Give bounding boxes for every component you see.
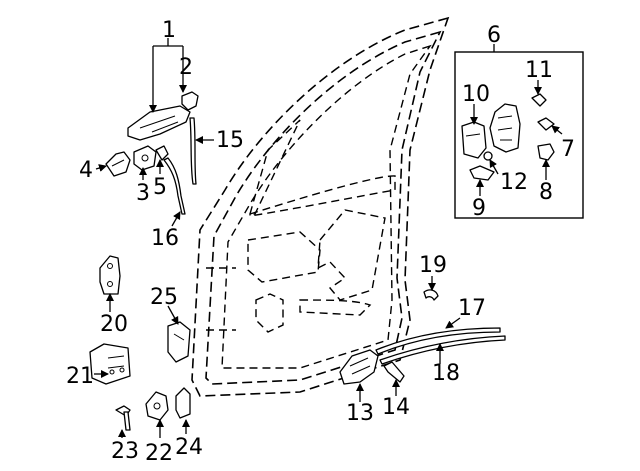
callout-21: 21 xyxy=(66,364,94,389)
callout-22: 22 xyxy=(145,441,173,466)
part-lock-actuator-10 xyxy=(461,121,487,159)
part-check-link-22 xyxy=(145,391,169,421)
callout-24: 24 xyxy=(175,435,203,460)
callout-labels: 1 2 3 4 5 15 16 20 21 25 23 22 24 6 10 1… xyxy=(66,18,575,466)
callout-3: 3 xyxy=(136,181,150,206)
part-bolt-14 xyxy=(383,361,405,383)
callout-2: 2 xyxy=(179,55,193,80)
callout-15: 15 xyxy=(216,128,244,153)
callout-19: 19 xyxy=(419,253,447,278)
part-rods-17-18 xyxy=(375,327,506,365)
callout-1: 1 xyxy=(162,18,176,43)
callout-20: 20 xyxy=(100,312,128,337)
part-bracket-25 xyxy=(167,321,191,363)
callout-8: 8 xyxy=(539,180,553,205)
callout-12: 12 xyxy=(500,170,528,195)
callout-5: 5 xyxy=(153,175,167,200)
part-small-bolt xyxy=(155,145,169,161)
part-upper-hinge-cover xyxy=(127,105,191,141)
part-hinge-plate-21 xyxy=(89,343,131,385)
part-screw-11 xyxy=(531,93,547,107)
callout-9: 9 xyxy=(472,196,486,221)
callout-7: 7 xyxy=(561,137,575,162)
part-clip-19 xyxy=(423,289,439,301)
part-stopper-24 xyxy=(175,387,191,419)
part-weatherstrip-15 xyxy=(189,117,197,185)
callout-18: 18 xyxy=(432,361,460,386)
part-clip xyxy=(181,91,199,111)
callout-23: 23 xyxy=(111,439,139,464)
callout-6: 6 xyxy=(487,23,501,48)
part-bolt-23 xyxy=(115,405,131,431)
part-clip-7 xyxy=(537,117,555,131)
callout-4: 4 xyxy=(79,158,93,183)
door-shell-outline xyxy=(191,16,450,397)
part-clip-8 xyxy=(537,143,555,161)
part-clip-9 xyxy=(469,165,495,181)
part-lower-hinge-20 xyxy=(99,255,121,295)
part-rod-16 xyxy=(163,157,186,215)
callout-11: 11 xyxy=(525,58,553,83)
callout-13: 13 xyxy=(346,401,374,426)
callout-16: 16 xyxy=(151,226,179,251)
callout-10: 10 xyxy=(462,82,490,107)
callout-14: 14 xyxy=(382,395,410,420)
part-washer-12 xyxy=(483,151,493,161)
callout-17: 17 xyxy=(458,296,486,321)
part-inside-handle-13 xyxy=(339,349,379,385)
leader-lines xyxy=(94,38,563,438)
part-latch-assembly xyxy=(489,103,521,153)
part-hinge-bracket xyxy=(105,151,131,177)
part-hinge xyxy=(133,145,157,171)
callout-25: 25 xyxy=(150,285,178,310)
